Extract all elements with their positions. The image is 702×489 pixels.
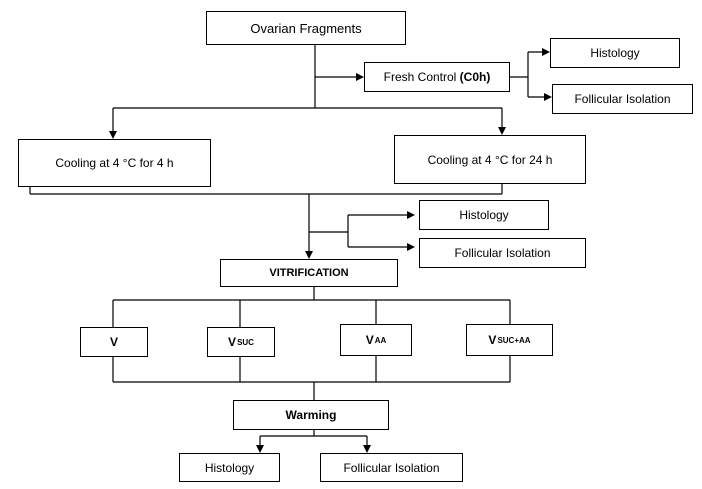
- v-suc-aa-label: V: [488, 333, 497, 347]
- histology-box-2: Histology: [419, 200, 549, 230]
- cooling-4h-box: Cooling at 4 °C for 4 h: [18, 139, 211, 187]
- follicular-isolation-box-2: Follicular Isolation: [419, 238, 586, 268]
- cooling-24h-box: Cooling at 4 °C for 24 h: [394, 135, 586, 184]
- follicular-isolation-label-2: Follicular Isolation: [454, 246, 551, 260]
- histology-label-3: Histology: [204, 460, 255, 475]
- v-suc-subscript: SUC: [237, 337, 254, 347]
- fresh-control-label: Fresh Control: [383, 70, 460, 84]
- follicular-isolation-label-3: Follicular Isolation: [343, 460, 440, 475]
- histology-label-2: Histology: [459, 208, 509, 222]
- histology-box-3: Histology: [179, 453, 280, 482]
- warming-box: Warming: [233, 400, 389, 430]
- ovarian-fragments-label: Ovarian Fragments: [250, 20, 362, 36]
- follicular-isolation-box-1: Follicular Isolation: [552, 84, 693, 114]
- fresh-control-box: Fresh Control (C0h): [364, 62, 510, 92]
- v-label: V: [109, 335, 118, 349]
- v-box: V: [80, 327, 148, 357]
- vitrification-label: VITRIFICATION: [269, 267, 349, 279]
- warming-label: Warming: [285, 408, 337, 422]
- v-aa-label: V: [365, 333, 374, 347]
- cooling-24h-label: Cooling at 4 °C for 24 h: [427, 152, 553, 167]
- follicular-isolation-label-1: Follicular Isolation: [574, 92, 671, 106]
- v-aa-subscript: AA: [374, 335, 387, 345]
- histology-label-1: Histology: [590, 46, 640, 60]
- fresh-control-code: (C0h): [459, 70, 491, 84]
- follicular-isolation-box-3: Follicular Isolation: [320, 453, 463, 482]
- vitrification-box: VITRIFICATION: [220, 259, 398, 287]
- v-suc-aa-subscript: SUC+AA: [497, 335, 531, 345]
- histology-box-1: Histology: [550, 38, 680, 68]
- v-suc-label: V: [228, 335, 237, 349]
- cooling-4h-label: Cooling at 4 °C for 4 h: [55, 156, 174, 170]
- ovarian-fragments-box: Ovarian Fragments: [206, 11, 406, 45]
